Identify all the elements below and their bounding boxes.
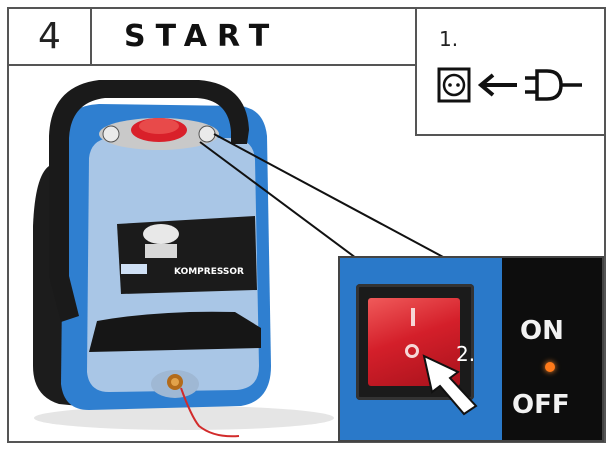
plug-in-panel: 1. xyxy=(415,7,606,136)
step-title: START xyxy=(90,7,417,66)
plug-icon xyxy=(525,69,582,101)
switch-off-symbol xyxy=(405,344,419,358)
plug-step-label: 1. xyxy=(439,27,459,51)
switch-on-symbol xyxy=(411,308,415,326)
plug-in-diagram xyxy=(437,67,582,103)
press-arrow-icon xyxy=(422,354,478,416)
on-label: ON xyxy=(520,316,564,346)
socket-icon xyxy=(437,67,471,103)
power-switch-closeup: 2. ON OFF xyxy=(338,256,604,442)
switch-step-label: 2. xyxy=(456,342,476,366)
arrow-left-icon xyxy=(477,73,517,97)
off-label: OFF xyxy=(512,390,570,420)
step-number: 4 xyxy=(7,7,92,66)
switch-panel-label-area xyxy=(502,258,602,440)
compressor-brand-label: KOMPRESSOR xyxy=(174,267,244,277)
power-led xyxy=(545,362,555,372)
